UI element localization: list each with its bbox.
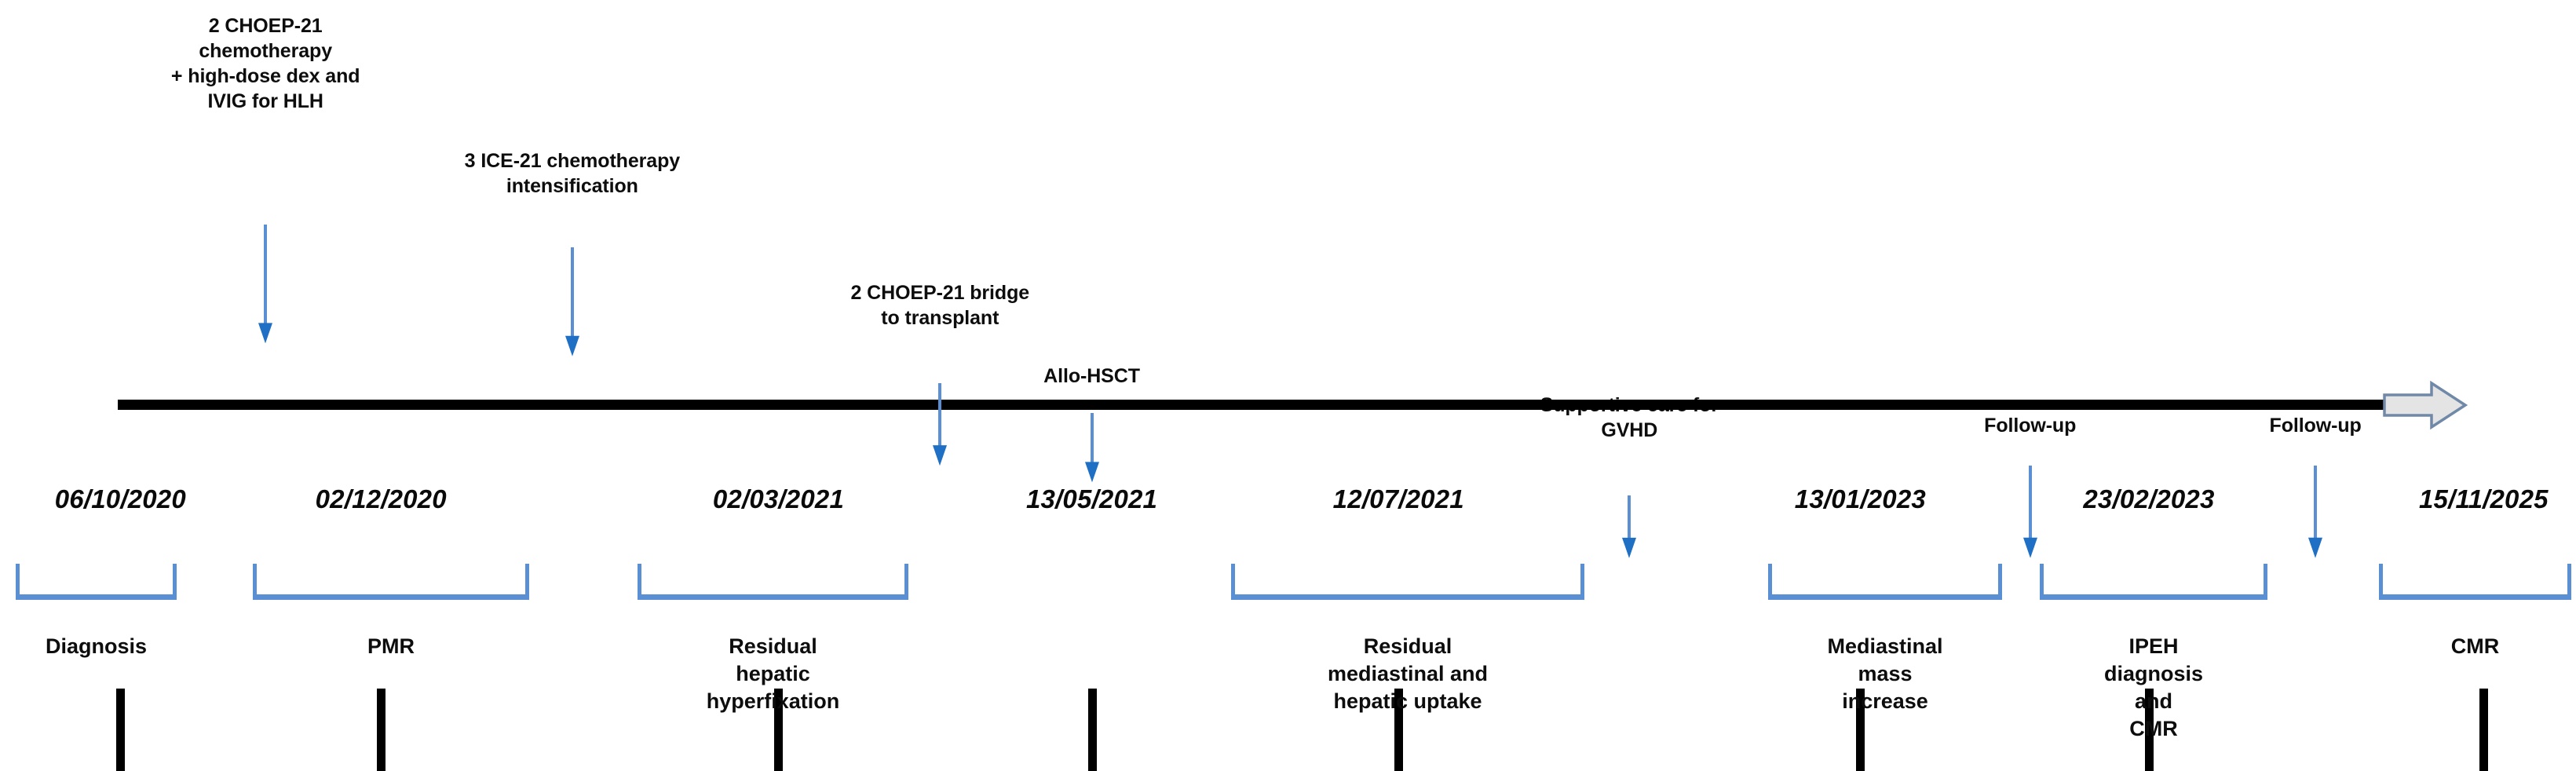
timeline-end-arrow-icon [2383, 380, 2468, 430]
timeline-event-2: 3 ICE-21 chemotherapy intensification [376, 148, 769, 199]
timeline-event-label: Follow-up [1984, 414, 2077, 437]
timeline-tick-7 [2144, 688, 2154, 771]
phase-residual-hepatic: Residual hepatic hyperfixation [638, 564, 908, 713]
timeline-tick-2 [377, 688, 386, 771]
timeline-event-down-arrow-icon [255, 224, 276, 344]
timeline-date-label: 13/01/2023 [1794, 484, 1926, 513]
phase-bracket-shape [2379, 564, 2571, 600]
phase-label: Diagnosis [45, 634, 148, 658]
timeline-event-3: 2 CHOEP-21 bridge to transplant [744, 280, 1136, 331]
timeline-date-label: 12/07/2021 [1332, 484, 1464, 513]
phase-bracket-shape [16, 564, 177, 600]
timeline-axis-line [118, 400, 2391, 410]
timeline-tick-3 [774, 688, 784, 771]
timeline-event-down-arrow-icon [930, 382, 950, 466]
timeline-date-label: 06/10/2020 [54, 484, 186, 513]
timeline-date-label: 15/11/2025 [2419, 484, 2549, 513]
phase-bracket-shape [2040, 564, 2267, 600]
timeline-event-down-arrow-icon [2020, 465, 2041, 558]
timeline-event-down-arrow-icon [2305, 465, 2326, 558]
phase-diagnosis: Diagnosis [16, 564, 177, 681]
phase-bracket-shape [253, 564, 529, 600]
timeline-event-down-arrow-icon [1082, 412, 1102, 482]
timeline-event-down-arrow-icon [562, 247, 583, 357]
timeline-date-label: 02/03/2021 [712, 484, 845, 513]
timeline-tick-5 [1394, 688, 1404, 771]
phase-label: IPEH diagnosis and CMR [2103, 634, 2204, 741]
timeline-event-label: 2 CHOEP-21 bridge to transplant [850, 282, 1030, 330]
phase-residual-mediastinal: Residual mediastinal and hepatic uptake [1231, 564, 1584, 713]
timeline-event-1: 2 CHOEP-21 chemotherapy + high-dose dex … [69, 13, 462, 114]
timeline-event-7: Follow-up [2119, 413, 2512, 438]
phase-label: Residual hepatic hyperfixation [706, 634, 840, 714]
timeline-event-6: Follow-up [1834, 413, 2227, 438]
timeline-event-label: 2 CHOEP-21 chemotherapy + high-dose dex … [170, 14, 360, 112]
phase-ipeh: IPEH diagnosis and CMR [2040, 564, 2267, 740]
timeline-tick-8 [2479, 688, 2489, 771]
timeline-date-label: 13/05/2021 [1025, 484, 1158, 513]
phase-pmr: PMR [253, 564, 529, 681]
timeline-tick-4 [1087, 688, 1097, 771]
phase-bracket-shape [1768, 564, 2002, 600]
timeline-tick-6 [1856, 688, 1865, 771]
timeline-event-down-arrow-icon [1619, 495, 1639, 558]
timeline-event-label: Follow-up [2269, 414, 2362, 437]
timeline-date-label: 02/12/2020 [315, 484, 447, 513]
phase-label: CMR [2450, 634, 2500, 658]
phase-cmr: CMR [2379, 564, 2571, 681]
phase-label: Residual mediastinal and hepatic uptake [1327, 634, 1489, 714]
phase-label: Mediastinal mass increase [1827, 634, 1943, 714]
phase-label: PMR [367, 634, 415, 658]
phase-bracket-shape [1231, 564, 1584, 600]
timeline-event-4: Allo-HSCT [896, 364, 1288, 389]
phase-mediastinal-mass: Mediastinal mass increase [1768, 564, 2002, 713]
timeline-tick-1 [116, 688, 126, 771]
timeline-event-label: 3 ICE-21 chemotherapy intensification [464, 150, 681, 198]
timeline-event-label: Allo-HSCT [1043, 364, 1140, 387]
timeline-date-label: 23/02/2023 [2083, 484, 2215, 513]
phase-bracket-shape [638, 564, 908, 600]
